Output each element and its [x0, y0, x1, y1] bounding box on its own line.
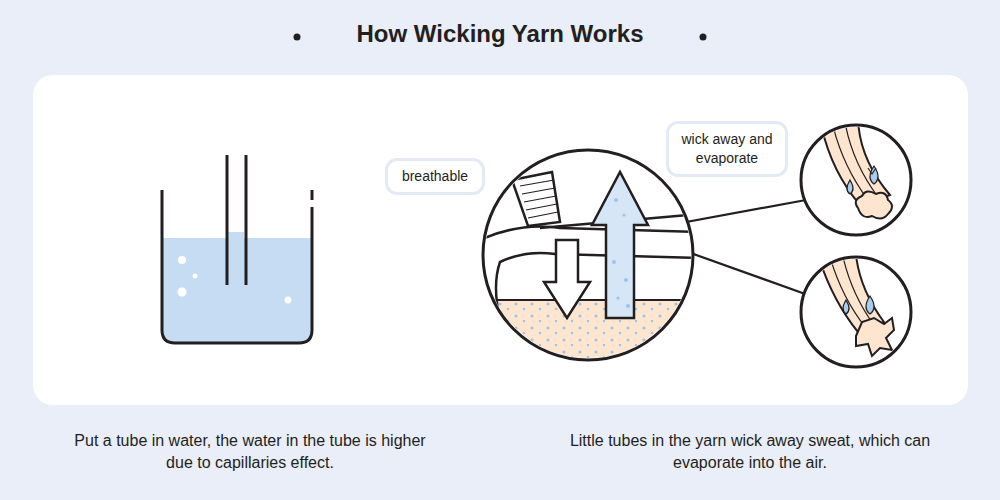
caption-text: Little tubes in the yarn wick away sweat…: [540, 430, 960, 474]
pill-text: breathable: [398, 167, 472, 186]
bullet: [294, 34, 301, 41]
fiber-detail: [801, 120, 911, 235]
fiber-detail: [801, 255, 911, 367]
pill-text: wick away and evaporate: [679, 130, 775, 168]
beaker: [162, 155, 312, 343]
panel: [33, 75, 968, 405]
magnified-fabric: [479, 150, 700, 380]
caption-text: Put a tube in water, the water in the tu…: [70, 430, 430, 474]
label-pill: breathable: [385, 158, 485, 195]
label-pill: wick away and evaporate: [666, 121, 788, 177]
bullet: [700, 34, 707, 41]
diagram-title: How Wicking Yarn Works: [0, 20, 1000, 48]
